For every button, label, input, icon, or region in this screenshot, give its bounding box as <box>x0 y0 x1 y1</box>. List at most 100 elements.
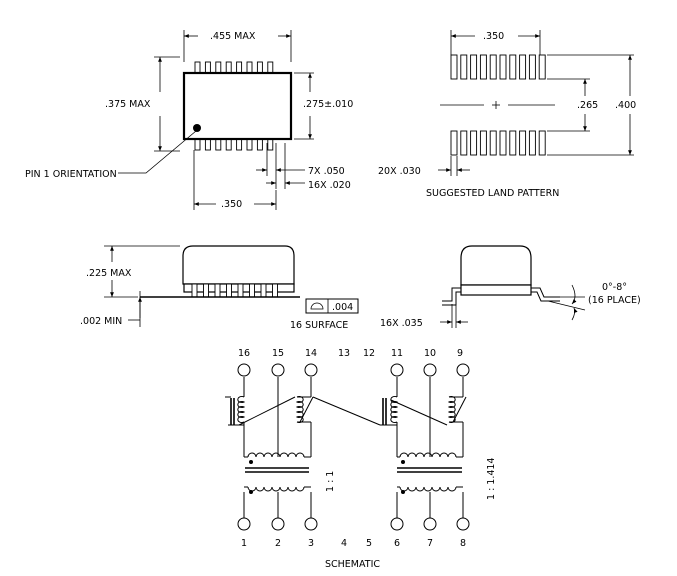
coplanarity-note: 16 SURFACE <box>290 320 348 331</box>
overall-dim: .400 <box>615 100 636 111</box>
pin-pitch-dim: 7X .050 <box>308 166 345 177</box>
side-view-lead <box>226 283 232 298</box>
row-span-dim: .350 <box>221 199 242 210</box>
pin-circle <box>304 517 318 531</box>
top-view-pin <box>194 61 201 74</box>
pin-circle <box>423 363 437 377</box>
pin-number: 7 <box>427 538 433 549</box>
land-pad <box>528 130 536 156</box>
land-pad <box>489 54 497 80</box>
ratio-left: 1 : 1 <box>325 471 336 492</box>
land-pad <box>489 130 497 156</box>
land-pad <box>519 54 527 80</box>
land-pad <box>538 54 546 80</box>
standoff-dim: .002 MIN <box>80 316 122 327</box>
pin-number: 16 <box>238 348 250 359</box>
pin-circle <box>271 363 285 377</box>
top-view-pin <box>246 61 253 74</box>
pin-number: 12 <box>363 348 375 359</box>
pin1-leader <box>118 130 197 174</box>
top-view-pins-top <box>194 61 274 74</box>
land-pad <box>450 54 458 80</box>
pin-number: 13 <box>338 348 350 359</box>
pin-number: 2 <box>275 538 281 549</box>
left-transformer <box>225 377 314 518</box>
land-pattern: .350 .265 .400 20X .030 SUGGESTED LAND P… <box>378 30 636 199</box>
pin-circle <box>456 363 470 377</box>
coplanarity-value: .004 <box>332 302 353 313</box>
land-pad <box>479 54 487 80</box>
pin-number: 14 <box>305 348 317 359</box>
angle-dim: 0°-8° <box>602 282 627 293</box>
pin-number: 3 <box>308 538 314 549</box>
pin-circle <box>423 517 437 531</box>
pin-circle <box>271 517 285 531</box>
top-view-pin <box>256 138 263 151</box>
land-pads-bottom <box>450 130 546 156</box>
top-view-pins-bottom <box>194 138 274 151</box>
top-view-body <box>182 71 293 141</box>
pin-number: 1 <box>241 538 247 549</box>
lead-thickness-dim: 16X .035 <box>380 318 423 329</box>
pin-number: 8 <box>460 538 466 549</box>
top-view-pin <box>194 138 201 151</box>
side-view-leads <box>191 283 278 298</box>
pin-width-dim: 16X .020 <box>308 180 351 191</box>
side-view-lead <box>272 283 278 298</box>
schematic-pin-circles <box>237 363 470 531</box>
pin-number: 6 <box>394 538 400 549</box>
side-view-lead <box>249 283 255 298</box>
side-view: .225 MAX .002 MIN .004 16 SURFACE <box>80 245 359 331</box>
pin-circle <box>456 517 470 531</box>
side-view-lead <box>214 283 221 298</box>
pin-number: 9 <box>457 348 463 359</box>
pin-circle <box>237 517 251 531</box>
top-view-pin <box>256 61 263 74</box>
side-view-lead <box>237 283 244 298</box>
pin-circle <box>390 363 404 377</box>
side-view-lead <box>191 283 198 298</box>
land-pad <box>499 130 507 156</box>
top-view-pin <box>267 61 274 74</box>
land-pads-top <box>450 54 546 80</box>
pin-number: 5 <box>366 538 372 549</box>
land-pad <box>499 54 507 80</box>
top-view-pin <box>204 138 211 151</box>
land-pad <box>479 130 487 156</box>
land-pattern-caption: SUGGESTED LAND PATTERN <box>426 188 559 199</box>
pad-width-dim: 20X .030 <box>378 166 421 177</box>
top-view-pin <box>267 138 274 151</box>
land-pad <box>528 54 536 80</box>
top-view-pin <box>246 138 253 151</box>
top-view-pin <box>204 61 211 74</box>
row-gap-dim: .265 <box>577 100 598 111</box>
width-max-dim: .455 MAX <box>210 31 256 42</box>
land-pad <box>519 130 527 156</box>
land-pad <box>470 54 478 80</box>
pad-span-dim: .350 <box>483 31 504 42</box>
side-view-lead <box>260 283 267 298</box>
side-height-dim: .225 MAX <box>86 268 132 279</box>
pin1-label: PIN 1 ORIENTATION <box>25 169 117 180</box>
land-pad <box>509 130 517 156</box>
top-view-pin <box>236 61 243 74</box>
pin-number: 11 <box>391 348 403 359</box>
schematic-caption: SCHEMATIC <box>325 559 380 570</box>
land-pad <box>460 54 468 80</box>
top-view: PIN 1 ORIENTATION .455 MAX .375 MAX .275… <box>25 30 353 210</box>
pin-circle <box>237 363 251 377</box>
land-pad <box>470 130 478 156</box>
pin-circle <box>304 363 318 377</box>
side-view-lead <box>203 283 209 298</box>
end-view: 16X .035 0°-8° (16 PLACE) <box>380 245 641 329</box>
pin1-dot <box>193 124 201 132</box>
pin-circle <box>390 517 404 531</box>
top-view-pin <box>215 138 222 151</box>
ratio-right: 1 : 1.414 <box>486 458 497 500</box>
height-max-dim: .375 MAX <box>105 99 151 110</box>
pin-number: 15 <box>272 348 284 359</box>
